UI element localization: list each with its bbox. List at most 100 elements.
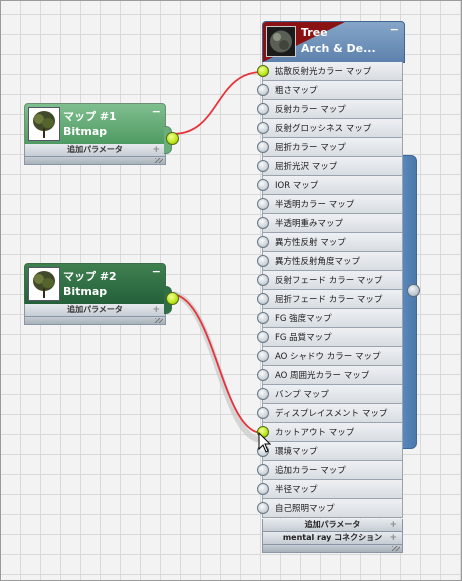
material-slot[interactable]: 粗さマップ xyxy=(257,81,403,100)
minimize-button[interactable]: − xyxy=(151,105,161,118)
input-port[interactable] xyxy=(257,407,269,419)
input-port[interactable] xyxy=(257,255,269,267)
input-port[interactable] xyxy=(257,312,269,324)
mental-ray-connection-rollout[interactable]: mental ray コネクション + xyxy=(262,532,403,545)
material-slot[interactable]: FG 強度マップ xyxy=(257,309,403,328)
material-slot[interactable]: カットアウト マップ xyxy=(257,423,403,442)
material-slot[interactable]: IOR マップ xyxy=(257,176,403,195)
expand-icon[interactable]: + xyxy=(152,305,160,315)
input-port[interactable] xyxy=(257,160,269,172)
additional-params-rollout[interactable]: 追加パラメータ + xyxy=(24,304,166,317)
material-slot[interactable]: 拡散反射光カラー マップ xyxy=(257,62,403,81)
slot-label: 屈折カラー マップ xyxy=(275,143,346,153)
input-port[interactable] xyxy=(257,198,269,210)
material-sphere-icon xyxy=(266,26,296,57)
slot-label: IOR マップ xyxy=(275,181,319,191)
material-slot[interactable]: 半透明カラー マップ xyxy=(257,195,403,214)
material-node-header[interactable]: Tree Arch & De... − xyxy=(262,21,405,63)
slot-label: FG 品質マップ xyxy=(275,333,332,343)
map-node-2[interactable]: マップ #2 Bitmap − 追加パラメータ + xyxy=(24,263,179,327)
expand-icon[interactable]: + xyxy=(389,520,397,530)
material-slot[interactable]: AO 周囲光カラー マップ xyxy=(257,366,403,385)
material-slot[interactable]: 屈折光沢 マップ xyxy=(257,157,403,176)
additional-params-rollout[interactable]: 追加パラメータ + xyxy=(262,519,403,532)
input-port[interactable] xyxy=(257,388,269,400)
minimize-button[interactable]: − xyxy=(389,23,399,36)
tree-thumbnail-icon xyxy=(28,267,60,301)
material-slot[interactable]: 半径マップ xyxy=(257,480,403,499)
input-port[interactable] xyxy=(257,84,269,96)
slot-label: AO 周囲光カラー マップ xyxy=(275,371,370,381)
slot-label: 半透明カラー マップ xyxy=(275,200,355,210)
resize-grip[interactable] xyxy=(24,157,166,165)
slot-label: 半透明重みマップ xyxy=(275,219,344,229)
additional-params-rollout[interactable]: 追加パラメータ + xyxy=(24,144,166,157)
tree-thumbnail-icon xyxy=(28,107,60,141)
material-slot[interactable]: 追加カラー マップ xyxy=(257,461,403,480)
slot-label: バンプ マップ xyxy=(275,390,329,400)
output-port[interactable] xyxy=(166,132,179,145)
map-node-title: マップ #1 xyxy=(63,110,117,123)
material-slot[interactable]: ディスプレイスメント マップ xyxy=(257,404,403,423)
material-slot[interactable]: 屈折フェード カラー マップ xyxy=(257,290,403,309)
material-slot[interactable]: 反射フェード カラー マップ xyxy=(257,271,403,290)
output-port[interactable] xyxy=(166,292,179,305)
input-port[interactable] xyxy=(257,502,269,514)
rollout-label: 追加パラメータ xyxy=(67,305,123,314)
map-node-header[interactable]: マップ #1 Bitmap − xyxy=(24,103,166,145)
material-slot[interactable]: 反射グロッシネス マップ xyxy=(257,119,403,138)
material-type: Arch & De... xyxy=(301,42,376,55)
input-port[interactable] xyxy=(257,103,269,115)
map-node-type: Bitmap xyxy=(63,285,108,298)
map-node-header[interactable]: マップ #2 Bitmap − xyxy=(24,263,166,305)
input-port[interactable] xyxy=(257,236,269,248)
input-port[interactable] xyxy=(257,464,269,476)
input-port[interactable] xyxy=(257,179,269,191)
material-slot[interactable]: 半透明重みマップ xyxy=(257,214,403,233)
map-node-title: マップ #2 xyxy=(63,270,117,283)
material-slot[interactable]: AO シャドウ カラー マップ xyxy=(257,347,403,366)
minimize-button[interactable]: − xyxy=(151,265,161,278)
material-node[interactable]: Tree Arch & De... − 拡散反射光カラー マップ粗さマップ反射カ… xyxy=(257,21,420,559)
slot-label: 環境マップ xyxy=(275,447,318,457)
material-output-port[interactable] xyxy=(407,284,420,297)
expand-icon[interactable]: + xyxy=(152,145,160,155)
material-slot[interactable]: 屈折カラー マップ xyxy=(257,138,403,157)
rollout-label: 追加パラメータ xyxy=(304,520,361,529)
input-port[interactable] xyxy=(257,217,269,229)
map-node-1[interactable]: マップ #1 Bitmap − 追加パラメータ + xyxy=(24,103,179,167)
material-slot[interactable]: 自己照明マップ xyxy=(257,499,403,518)
slot-label: 反射カラー マップ xyxy=(275,105,346,115)
slot-label: ディスプレイスメント マップ xyxy=(275,409,388,419)
expand-icon[interactable]: + xyxy=(389,533,397,543)
resize-grip[interactable] xyxy=(262,545,403,553)
slot-label: カットアウト マップ xyxy=(275,428,355,438)
input-port[interactable] xyxy=(257,331,269,343)
map-node-type: Bitmap xyxy=(63,125,108,138)
input-port[interactable] xyxy=(257,293,269,305)
slot-label: 自己照明マップ xyxy=(275,504,335,514)
input-port[interactable] xyxy=(257,369,269,381)
input-port[interactable] xyxy=(257,350,269,362)
input-port[interactable] xyxy=(257,141,269,153)
input-port[interactable] xyxy=(257,483,269,495)
input-port[interactable] xyxy=(257,122,269,134)
slot-label: 粗さマップ xyxy=(275,86,318,96)
material-slot[interactable]: 異方性反射 マップ xyxy=(257,233,403,252)
material-title: Tree xyxy=(301,26,328,39)
slot-label: AO シャドウ カラー マップ xyxy=(275,352,381,362)
material-slot[interactable]: FG 品質マップ xyxy=(257,328,403,347)
material-slot[interactable]: バンプ マップ xyxy=(257,385,403,404)
material-slot[interactable]: 反射カラー マップ xyxy=(257,100,403,119)
input-port[interactable] xyxy=(257,274,269,286)
rollout-label: 追加パラメータ xyxy=(67,145,123,154)
input-port[interactable] xyxy=(257,65,269,77)
material-slot[interactable]: 環境マップ xyxy=(257,442,403,461)
mouse-pointer-icon xyxy=(258,432,272,453)
slot-label: 異方性反射角度マップ xyxy=(275,257,361,267)
material-slot[interactable]: 異方性反射角度マップ xyxy=(257,252,403,271)
resize-grip[interactable] xyxy=(24,317,166,325)
rollout-label: mental ray コネクション xyxy=(282,533,383,542)
slot-label: 半径マップ xyxy=(275,485,318,495)
